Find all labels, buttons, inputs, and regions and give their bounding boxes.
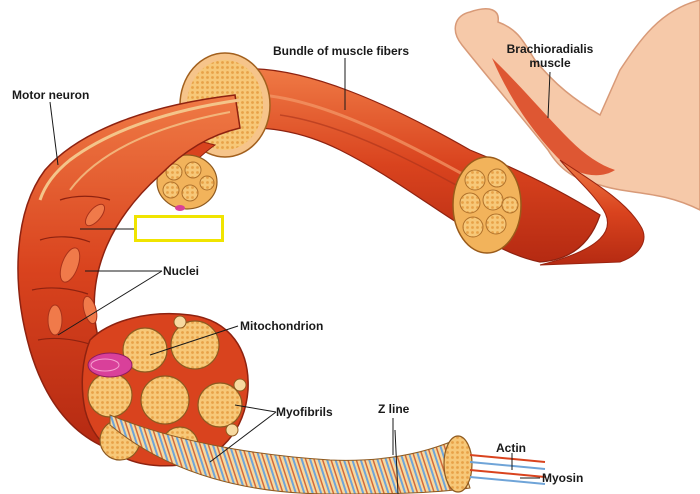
label-mitochondrion: Mitochondrion [240, 319, 324, 333]
label-brachioradialis-line1: Brachioradialis [506, 42, 594, 56]
label-actin: Actin [496, 441, 526, 455]
label-z-line: Z line [378, 402, 410, 416]
answer-box[interactable] [134, 215, 224, 242]
leader-lines [49, 58, 551, 479]
muscle-fiber-bundle [229, 68, 601, 263]
label-brachioradialis-muscle: Brachioradialis muscle [500, 42, 600, 70]
label-myofibrils: Myofibrils [276, 405, 333, 419]
label-myosin: Myosin [542, 471, 584, 485]
label-bundle-of-muscle-fibers: Bundle of muscle fibers [273, 44, 410, 58]
label-motor-neuron: Motor neuron [12, 88, 90, 102]
muscle-fiber [17, 94, 241, 446]
label-nuclei: Nuclei [163, 264, 200, 278]
label-brachioradialis-line2: muscle [529, 56, 571, 70]
myofibril-strand [109, 414, 546, 494]
